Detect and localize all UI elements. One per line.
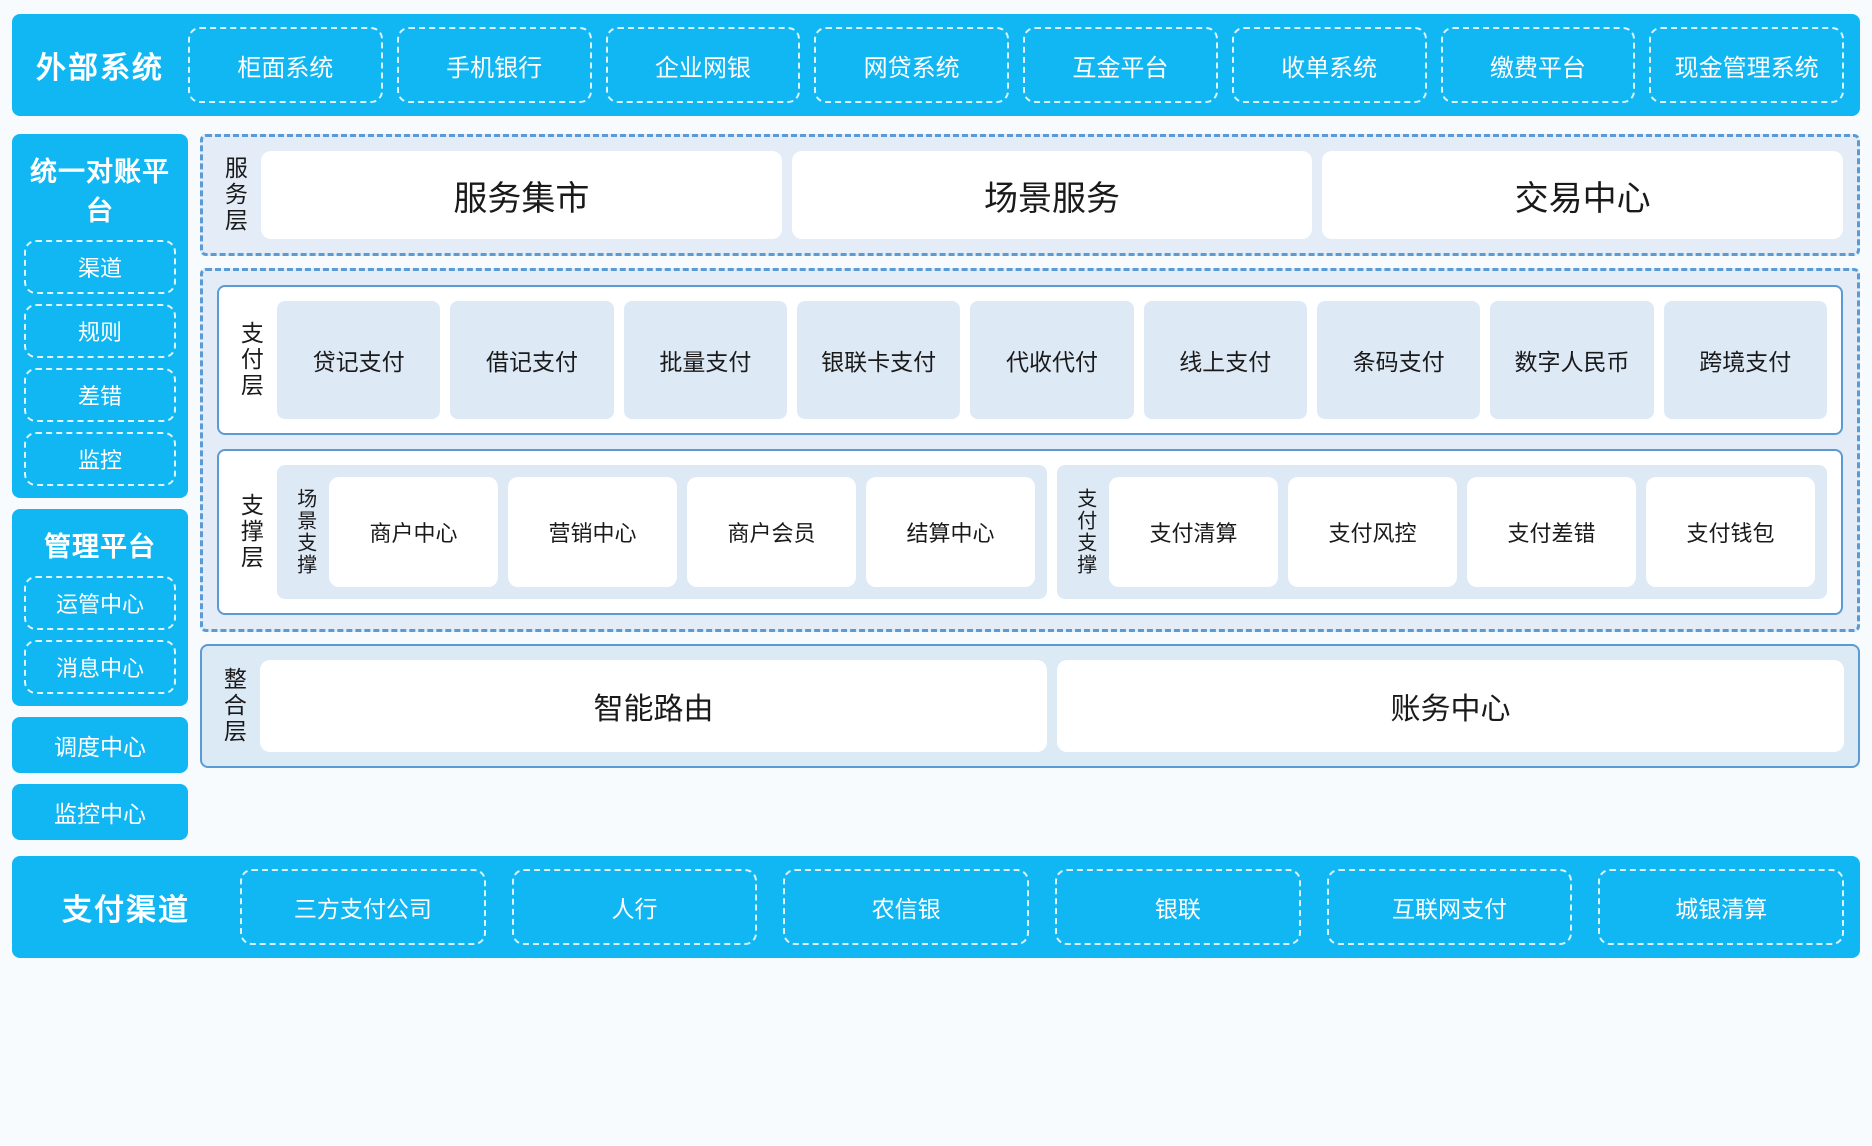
payment-layer-row: 支付层 贷记支付 借记支付 批量支付 银联卡支付 代收代付 线上支付 条码支付 …	[233, 301, 1827, 419]
payment-card-collection-payment[interactable]: 代收代付	[970, 301, 1134, 419]
payment-card-cross-border[interactable]: 跨境支付	[1663, 301, 1827, 419]
payment-support-container: 支付层 贷记支付 借记支付 批量支付 银联卡支付 代收代付 线上支付 条码支付 …	[200, 268, 1860, 632]
support-card-payment-risk[interactable]: 支付风控	[1288, 477, 1457, 587]
scene-support-group: 场景支撑 商户中心 营销中心 商户会员 结算中心	[277, 465, 1047, 599]
integration-layer-label: 整合层	[220, 667, 247, 745]
payment-layer-box: 支付层 贷记支付 借记支付 批量支付 银联卡支付 代收代付 线上支付 条码支付 …	[217, 285, 1843, 435]
channel-item-pboc[interactable]: 人行	[511, 869, 758, 945]
reconciliation-item-monitor[interactable]: 监控	[24, 432, 176, 486]
external-system-item[interactable]: 网贷系统	[814, 27, 1009, 103]
support-layer-box: 支撑层 场景支撑 商户中心 营销中心 商户会员 结算中心 支付支撑 支付清算 支…	[217, 449, 1843, 615]
external-systems-title: 外部系统	[36, 52, 164, 85]
payment-card-digital-rmb[interactable]: 数字人民币	[1490, 301, 1654, 419]
integration-card-accounting-center[interactable]: 账务中心	[1057, 660, 1844, 752]
payment-card-credit[interactable]: 贷记支付	[277, 301, 441, 419]
payment-channels-bar: 支付渠道 三方支付公司 人行 农信银 银联 互联网支付 城银清算	[12, 856, 1860, 958]
middle-region: 统一对账平台 渠道 规则 差错 监控 管理平台 运管中心 消息中心 调度中心 监…	[12, 134, 1860, 840]
channel-item-unionpay[interactable]: 银联	[1055, 869, 1301, 945]
payment-card-debit[interactable]: 借记支付	[450, 301, 614, 419]
integration-layer-box: 整合层 智能路由 账务中心	[200, 644, 1860, 768]
external-systems-bar: 外部系统 柜面系统 手机银行 企业网银 网贷系统 互金平台 收单系统 缴费平台 …	[12, 14, 1860, 116]
support-card-merchant-member[interactable]: 商户会员	[687, 477, 856, 587]
reconciliation-platform-title: 统一对账平台	[30, 157, 170, 226]
payment-support-label: 支付支撑	[1073, 488, 1096, 576]
support-layer-label: 支撑层	[237, 493, 264, 571]
service-card-transaction-center[interactable]: 交易中心	[1322, 151, 1844, 239]
service-layer-container: 服务层 服务集市 场景服务 交易中心	[200, 134, 1860, 256]
payment-layer-label: 支付层	[237, 321, 264, 399]
reconciliation-platform-panel: 统一对账平台 渠道 规则 差错 监控	[12, 134, 188, 498]
payment-card-barcode[interactable]: 条码支付	[1316, 301, 1481, 419]
payment-card-unionpay[interactable]: 银联卡支付	[796, 301, 961, 419]
reconciliation-item-rule[interactable]: 规则	[24, 304, 176, 358]
channel-item-city-bank-clearing[interactable]: 城银清算	[1598, 869, 1845, 945]
service-layer-label: 服务层	[221, 156, 248, 234]
monitoring-center-bar[interactable]: 监控中心	[12, 784, 188, 840]
external-system-item[interactable]: 互金平台	[1023, 27, 1218, 103]
support-card-marketing-center[interactable]: 营销中心	[508, 477, 677, 587]
support-layer-row: 支撑层 场景支撑 商户中心 营销中心 商户会员 结算中心 支付支撑 支付清算 支…	[233, 465, 1827, 599]
payment-card-online[interactable]: 线上支付	[1143, 301, 1307, 419]
service-card-marketplace[interactable]: 服务集市	[261, 151, 782, 239]
scheduling-center-bar[interactable]: 调度中心	[12, 717, 188, 773]
integration-card-smart-routing[interactable]: 智能路由	[260, 660, 1047, 752]
service-layer-row: 服务层 服务集市 场景服务 交易中心	[217, 151, 1844, 239]
channel-item-third-party[interactable]: 三方支付公司	[240, 869, 486, 945]
reconciliation-item-channel[interactable]: 渠道	[24, 240, 176, 294]
layers-column: 服务层 服务集市 场景服务 交易中心 支付层 贷记支付 借记支付 批量支付 银联…	[200, 134, 1860, 840]
support-card-payment-wallet[interactable]: 支付钱包	[1646, 477, 1815, 587]
payment-channels-title: 支付渠道	[62, 894, 190, 927]
channel-item-internet-payment[interactable]: 互联网支付	[1326, 869, 1573, 945]
external-system-item[interactable]: 手机银行	[396, 27, 592, 103]
external-system-item[interactable]: 缴费平台	[1440, 27, 1636, 103]
management-item-message-center[interactable]: 消息中心	[24, 640, 176, 694]
external-system-item[interactable]: 现金管理系统	[1649, 27, 1844, 103]
payment-support-group: 支付支撑 支付清算 支付风控 支付差错 支付钱包	[1057, 465, 1827, 599]
left-sidebar: 统一对账平台 渠道 规则 差错 监控 管理平台 运管中心 消息中心 调度中心 监…	[12, 134, 188, 840]
management-platform-title: 管理平台	[44, 532, 156, 562]
external-system-item[interactable]: 企业网银	[605, 27, 801, 103]
reconciliation-item-error[interactable]: 差错	[24, 368, 176, 422]
scene-support-label: 场景支撑	[293, 488, 316, 576]
support-card-payment-clearing[interactable]: 支付清算	[1109, 477, 1278, 587]
external-systems-list: 柜面系统 手机银行 企业网银 网贷系统 互金平台 收单系统 缴费平台 现金管理系…	[188, 27, 1844, 103]
management-platform-panel: 管理平台 运管中心 消息中心	[12, 509, 188, 706]
support-card-merchant-center[interactable]: 商户中心	[329, 477, 498, 587]
service-card-scene-service[interactable]: 场景服务	[791, 151, 1313, 239]
external-system-item[interactable]: 收单系统	[1231, 27, 1427, 103]
integration-layer-row: 整合层 智能路由 账务中心	[216, 660, 1844, 752]
payment-card-batch[interactable]: 批量支付	[623, 301, 787, 419]
external-system-item[interactable]: 柜面系统	[188, 27, 383, 103]
management-item-ops-center[interactable]: 运管中心	[24, 576, 176, 630]
support-card-payment-error[interactable]: 支付差错	[1467, 477, 1636, 587]
channel-item-rcc[interactable]: 农信银	[783, 869, 1030, 945]
payment-channels-list: 三方支付公司 人行 农信银 银联 互联网支付 城银清算	[240, 869, 1845, 945]
support-card-settlement-center[interactable]: 结算中心	[866, 477, 1035, 587]
